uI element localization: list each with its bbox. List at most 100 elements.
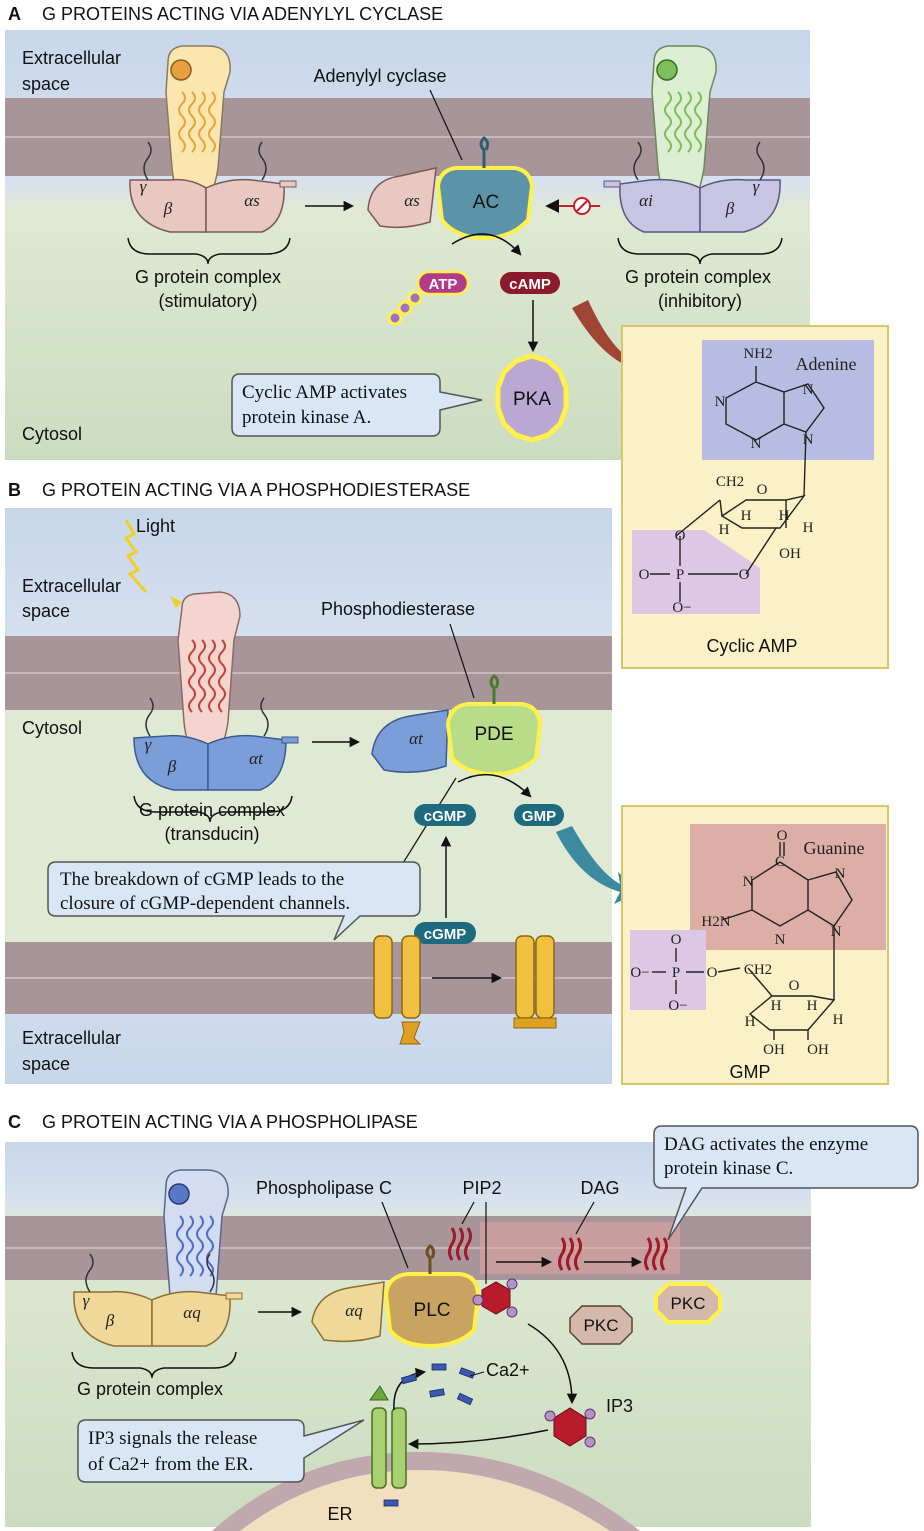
alpha-t-b: αt bbox=[249, 749, 264, 768]
cgmp-label-top: cGMP bbox=[424, 808, 467, 825]
callout-pka-line-1: Cyclic AMP activates bbox=[242, 382, 407, 403]
er-label: ER bbox=[327, 1504, 352, 1524]
extracellular-b-3: Extracellular bbox=[22, 1028, 121, 1048]
pde-label: PDE bbox=[474, 724, 513, 745]
ac-anchor bbox=[479, 136, 490, 168]
ip3-label: IP3 bbox=[606, 1396, 633, 1416]
alpha-s-a: αs bbox=[244, 191, 260, 210]
pde-enzyme bbox=[445, 702, 543, 777]
sugar-h-2: H bbox=[741, 508, 752, 524]
plc-enzyme bbox=[383, 1272, 481, 1349]
panel-b: B G PROTEIN ACTING VIA A PHOSPHODIESTERA… bbox=[5, 480, 640, 1084]
panel-a-letter: A bbox=[8, 4, 21, 24]
callout-cgmp bbox=[47, 861, 421, 941]
ligand-green bbox=[656, 59, 678, 81]
alpha-t-pde: αt bbox=[409, 729, 424, 748]
panel-a: A G PROTEINS ACTING VIA ADENYLYL CYCLASE… bbox=[5, 4, 810, 460]
extracellular-label-a-2: space bbox=[22, 74, 70, 94]
camp-structure-box: Adenine NH2 N N N N CH2 O H H H H OH O O… bbox=[621, 325, 889, 669]
adenine-n-1: N bbox=[715, 394, 726, 410]
gmp-label: GMP bbox=[522, 808, 556, 825]
gmp-h-2: H bbox=[771, 998, 782, 1014]
pkc-active bbox=[654, 1282, 722, 1324]
ip3-receptor-channel bbox=[369, 1385, 407, 1489]
adenine-label: Adenine bbox=[796, 354, 857, 374]
camp-label: cAMP bbox=[509, 276, 551, 293]
callout-dag bbox=[653, 1125, 919, 1241]
g-trans-label-1: G protein complex bbox=[139, 800, 285, 820]
phospholipase-label: Phospholipase C bbox=[256, 1178, 392, 1198]
pip2-label: PIP2 bbox=[462, 1178, 501, 1198]
arrow-atp-camp bbox=[451, 233, 522, 256]
cgmp-pill-top bbox=[414, 804, 476, 826]
g-protein-inhibitory bbox=[603, 141, 781, 233]
callout-ip3-line-2: of Ca2+ from the ER. bbox=[88, 1454, 253, 1475]
pkc-label-inactive: PKC bbox=[584, 1316, 619, 1335]
inhibitory-receptor bbox=[651, 45, 717, 211]
phos-o-top: O bbox=[675, 528, 686, 544]
guanine-n-4: N bbox=[831, 924, 842, 940]
alpha-s-ac: αs bbox=[404, 191, 420, 210]
gamma-a-inhib: γ bbox=[753, 177, 761, 196]
g-inhib-label-1: G protein complex bbox=[625, 267, 771, 287]
pkc-inactive bbox=[569, 1305, 633, 1345]
beta-a: β bbox=[163, 199, 173, 218]
cytosol-label-b: Cytosol bbox=[22, 718, 82, 738]
sugar-h-1: H bbox=[719, 522, 730, 538]
panel-c: C G PROTEIN ACTING VIA A PHOSPHOLIPASE E… bbox=[5, 1112, 919, 1531]
gmp-structure-box: Guanine O C N N N N H2N O O− P O O− bbox=[621, 805, 889, 1085]
light-bolt bbox=[123, 519, 148, 593]
atp-label: ATP bbox=[429, 276, 458, 293]
panel-a-title: G PROTEINS ACTING VIA ADENYLYL CYCLASE bbox=[42, 4, 443, 24]
arrow-pip2-ip3 bbox=[527, 1323, 578, 1405]
pip2-headgroup bbox=[481, 1281, 511, 1315]
ch2-label: CH2 bbox=[716, 474, 744, 490]
adenylyl-cyclase-label: Adenylyl cyclase bbox=[313, 66, 446, 86]
g-complex-label: G protein complex bbox=[77, 1379, 223, 1399]
cytosol-label-a: Cytosol bbox=[22, 424, 82, 444]
gmp-h-1: H bbox=[745, 1014, 756, 1030]
g-inhib-label-2: (inhibitory) bbox=[658, 291, 742, 311]
ac-leader-line bbox=[429, 89, 463, 161]
sugar-h-3: H bbox=[779, 508, 790, 524]
arrow-ca-release bbox=[393, 1367, 427, 1411]
plasma-membrane-b bbox=[5, 942, 612, 1014]
dag-lipid-2 bbox=[644, 1237, 668, 1271]
gmp-p: P bbox=[672, 965, 680, 981]
guanine-n-2: N bbox=[775, 932, 786, 948]
g-protein-transducin bbox=[133, 697, 299, 791]
ca-label: Ca2+ bbox=[486, 1360, 530, 1380]
arrow-ip3-channel bbox=[407, 1429, 549, 1450]
nh2-label: NH2 bbox=[743, 346, 772, 362]
er-lumen bbox=[240, 1470, 610, 1531]
cgmp-pill-bottom bbox=[414, 922, 476, 944]
gamma-c: γ bbox=[83, 1291, 91, 1310]
pip2-lipid bbox=[448, 1227, 472, 1261]
pkc-label-active: PKC bbox=[671, 1294, 706, 1313]
gmp-o-minus-bottom: O− bbox=[668, 998, 687, 1014]
dag-lipid-1 bbox=[558, 1237, 582, 1271]
beta-a-inhib: β bbox=[725, 199, 735, 218]
callout-cgmp-line-2: closure of cGMP-dependent channels. bbox=[60, 893, 350, 914]
phosphate-highlight bbox=[632, 530, 760, 614]
guanine-n-3: N bbox=[835, 866, 846, 882]
g-protein-gq bbox=[73, 1253, 243, 1347]
sugar-oh: OH bbox=[779, 546, 801, 562]
callout-cgmp-line-1: The breakdown of cGMP leads to the bbox=[60, 869, 344, 890]
adenine-n-4: N bbox=[803, 432, 814, 448]
gmp-ch2: CH2 bbox=[744, 962, 772, 978]
gmp-oh-2: OH bbox=[807, 1042, 829, 1058]
disc-membrane-b bbox=[5, 636, 612, 710]
panel-c-letter: C bbox=[8, 1112, 21, 1132]
adenylyl-cyclase-enzyme bbox=[435, 166, 535, 241]
callout-dag-line-2: protein kinase C. bbox=[664, 1158, 793, 1179]
ring-o-label: O bbox=[757, 482, 768, 498]
phos-p: P bbox=[676, 567, 684, 583]
guanine-h2n: H2N bbox=[701, 914, 730, 930]
brace-transducin bbox=[133, 795, 293, 823]
camp-pill bbox=[500, 272, 560, 294]
gmp-o-top: O bbox=[671, 932, 682, 948]
cgmp-channel-open bbox=[373, 935, 422, 1045]
light-label: Light bbox=[136, 516, 175, 536]
